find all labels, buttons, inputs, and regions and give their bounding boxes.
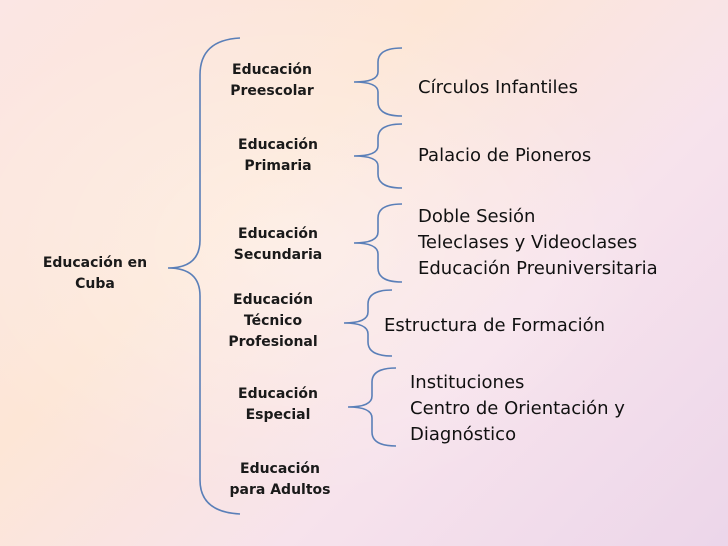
level-line: Técnico [243, 313, 303, 329]
bracket-preescolar [353, 47, 403, 117]
level-line: Preescolar [230, 83, 314, 99]
level-line: Educación [233, 292, 313, 308]
bracket-tecnico [343, 289, 393, 357]
detail-item: Doble Sesión [418, 206, 536, 227]
level-line: Secundaria [233, 247, 323, 263]
root-line1: Educación en [42, 255, 148, 271]
detail-especial: Instituciones Centro de Orientación y Di… [410, 370, 625, 448]
detail-secundaria: Doble Sesión Teleclases y Videoclases Ed… [418, 204, 658, 282]
detail-item: Centro de Orientación y [410, 398, 625, 419]
detail-item: Palacio de Pioneros [418, 145, 592, 166]
level-line: Educación [238, 386, 318, 402]
level-tecnico-profesional: Educación Técnico Profesional [222, 290, 324, 353]
level-secundaria: Educación Secundaria [226, 224, 330, 266]
level-line: Educación [232, 62, 312, 78]
detail-item: Círculos Infantiles [418, 77, 578, 98]
detail-item: Instituciones [410, 372, 525, 393]
detail-item: Estructura de Formación [384, 315, 606, 336]
level-line: Educación [240, 461, 320, 477]
detail-item: Teleclases y Videoclases [418, 232, 638, 253]
level-line: Educación [238, 226, 318, 242]
level-preescolar: Educación Preescolar [222, 60, 322, 102]
level-especial: Educación Especial [226, 384, 330, 426]
level-line: para Adultos [229, 482, 331, 498]
detail-item: Educación Preuniversitaria [418, 258, 658, 279]
detail-item: Diagnóstico [410, 424, 517, 445]
detail-tecnico: Estructura de Formación [384, 313, 605, 339]
detail-preescolar: Círculos Infantiles [418, 75, 578, 101]
level-primaria: Educación Primaria [228, 135, 328, 177]
root-line2: Cuba [75, 276, 115, 292]
level-line: Educación [238, 137, 318, 153]
bracket-especial [347, 367, 397, 447]
level-line: Especial [245, 407, 311, 423]
level-line: Primaria [244, 158, 312, 174]
bracket-secundaria [353, 203, 403, 283]
main-bracket [167, 37, 241, 515]
bracket-primaria [353, 123, 403, 189]
level-adultos: Educación para Adultos [224, 459, 336, 501]
level-line: Profesional [228, 334, 318, 350]
root-node-educacion-en-cuba: Educación en Cuba [38, 253, 152, 295]
detail-primaria: Palacio de Pioneros [418, 143, 591, 169]
